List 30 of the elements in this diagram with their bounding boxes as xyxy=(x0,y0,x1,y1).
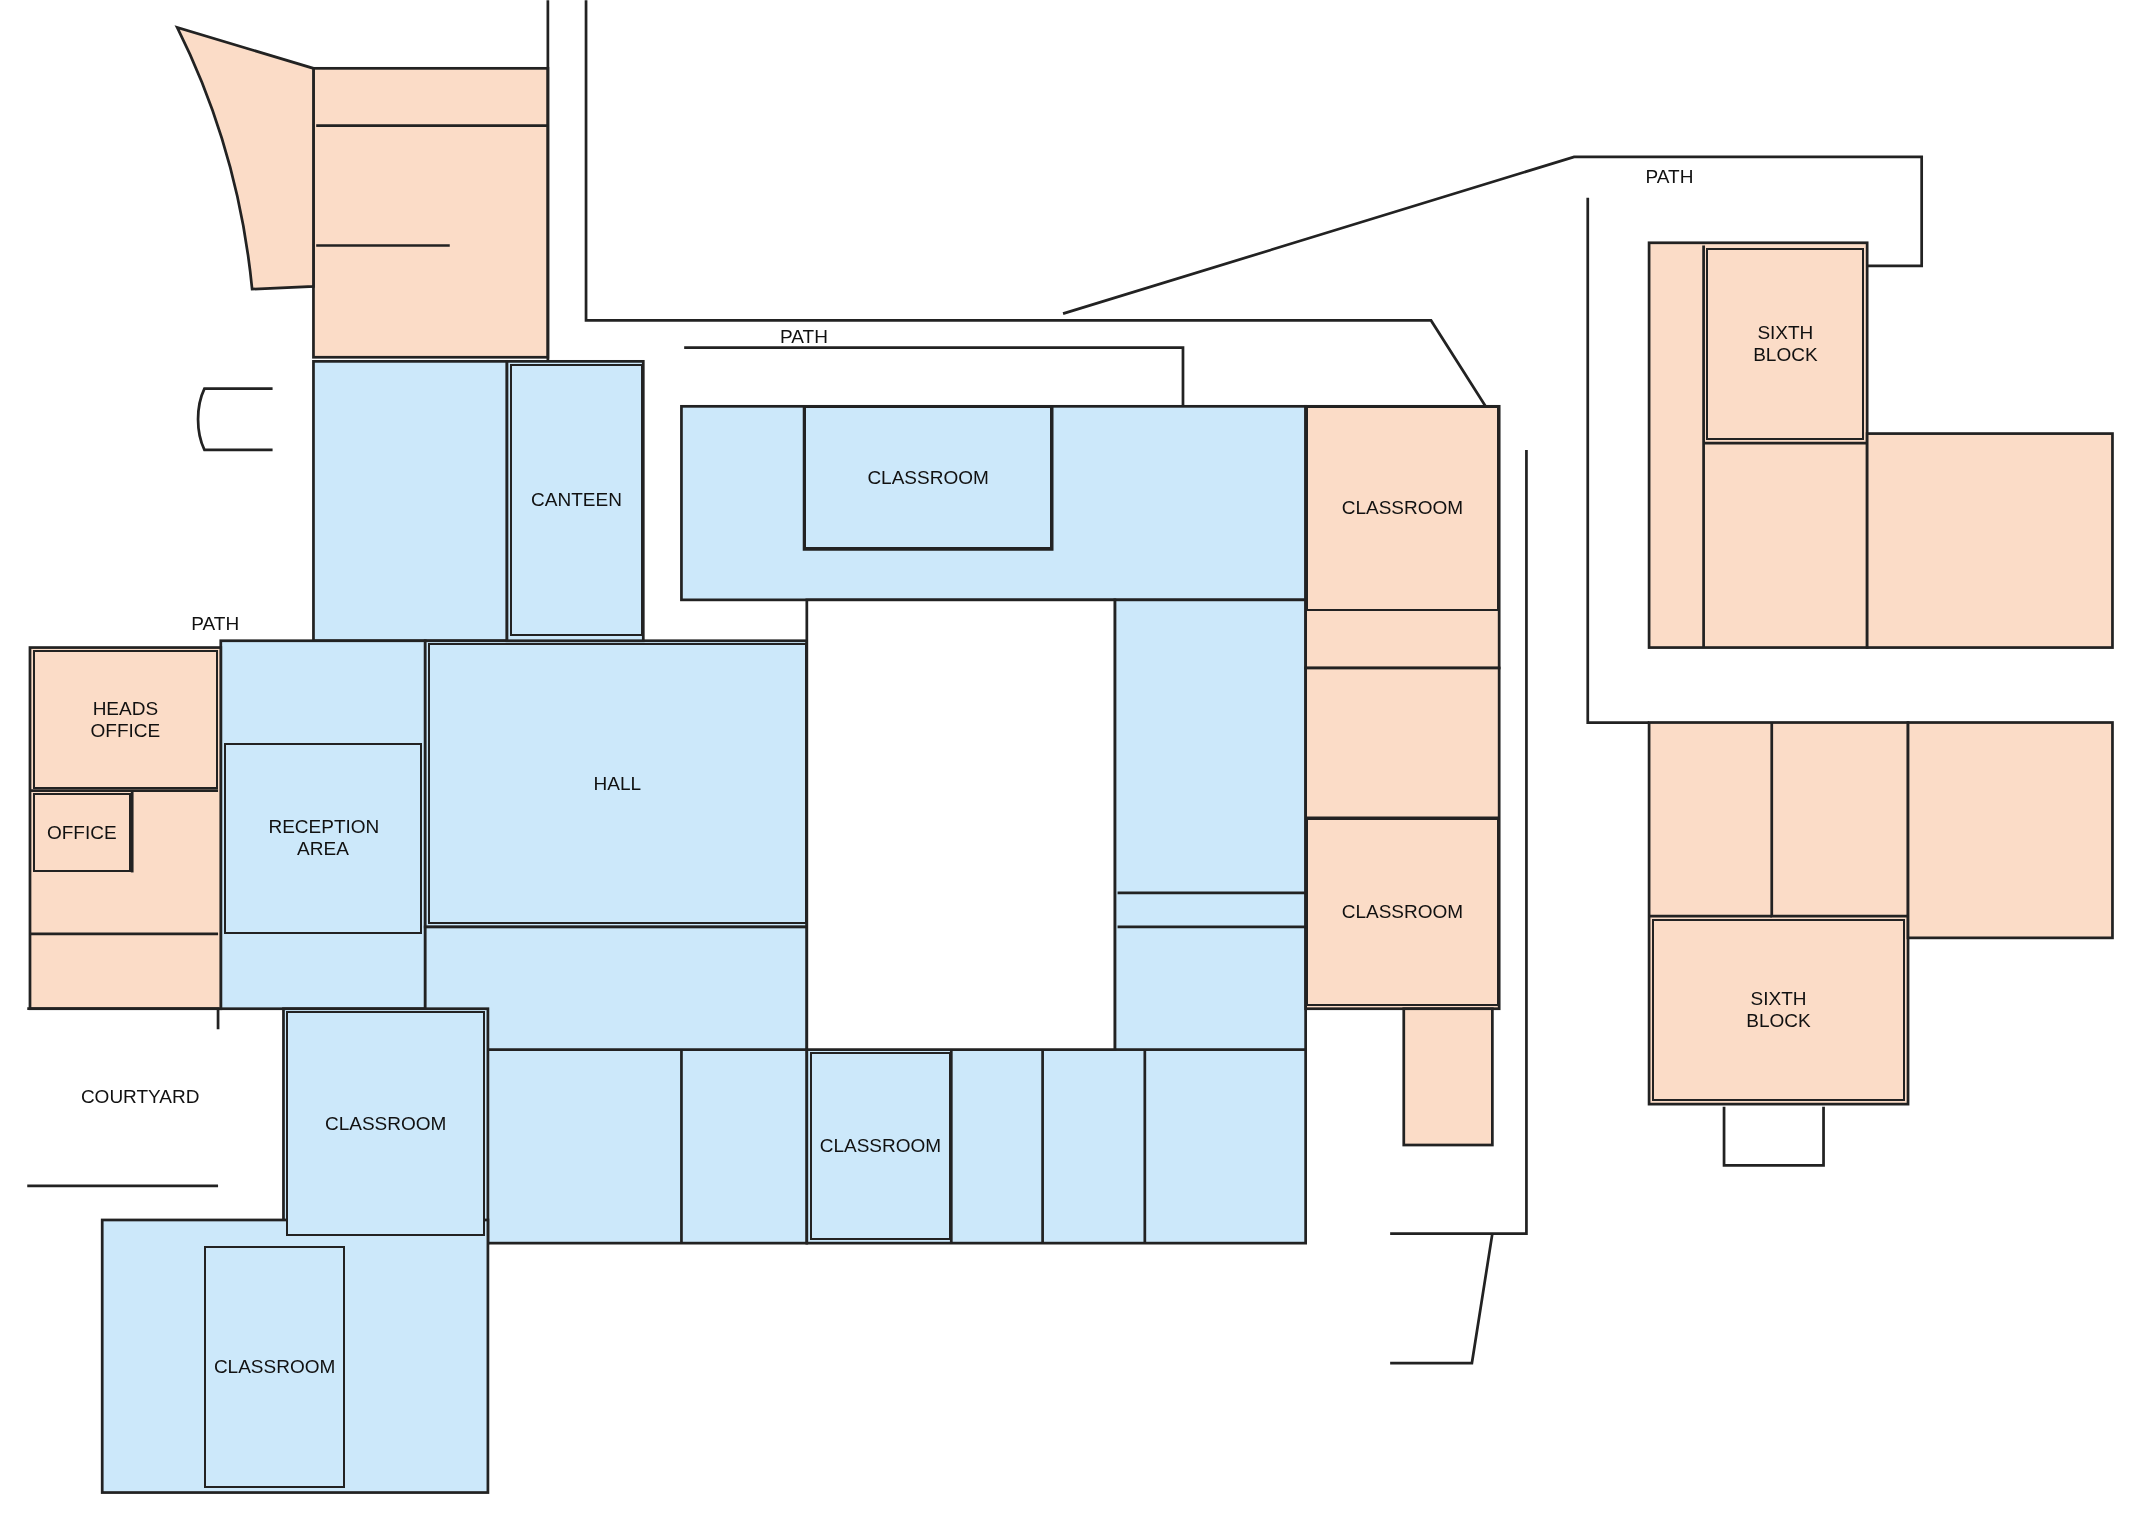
room-name: CLASSROOM xyxy=(213,1356,336,1378)
path-label: PATH xyxy=(1645,166,1694,189)
area-label: COURTYARD xyxy=(80,1086,200,1109)
room xyxy=(32,793,131,873)
room xyxy=(1305,406,1500,611)
room xyxy=(804,406,1053,550)
room xyxy=(1651,918,1906,1102)
room xyxy=(223,742,423,934)
room xyxy=(509,363,644,637)
room-name: CANTEEN xyxy=(531,489,622,512)
room-name: SIXTH BLOCK xyxy=(1745,988,1812,1032)
room xyxy=(32,650,219,790)
room xyxy=(1706,248,1865,441)
room-name: CLASSROOM xyxy=(1341,497,1464,520)
room xyxy=(286,1011,486,1237)
room-name: HEADS OFFICE xyxy=(89,697,162,742)
room-name: OFFICE xyxy=(46,821,117,844)
room xyxy=(427,643,807,924)
path-label: PATH xyxy=(780,325,828,348)
room-name: RECEPTION AREA xyxy=(268,816,378,860)
room-name: CLASSROOM xyxy=(819,1135,942,1158)
path-label: PATH xyxy=(191,613,240,636)
room-name: CLASSROOM xyxy=(1341,900,1464,923)
room-name: CLASSROOM xyxy=(867,466,989,489)
room xyxy=(809,1052,952,1241)
room-name: SIXTH BLOCK xyxy=(1752,322,1819,366)
room-name: CLASSROOM xyxy=(324,1112,447,1135)
room xyxy=(204,1245,345,1489)
room xyxy=(1305,817,1500,1006)
room-name: HALL xyxy=(593,772,642,795)
